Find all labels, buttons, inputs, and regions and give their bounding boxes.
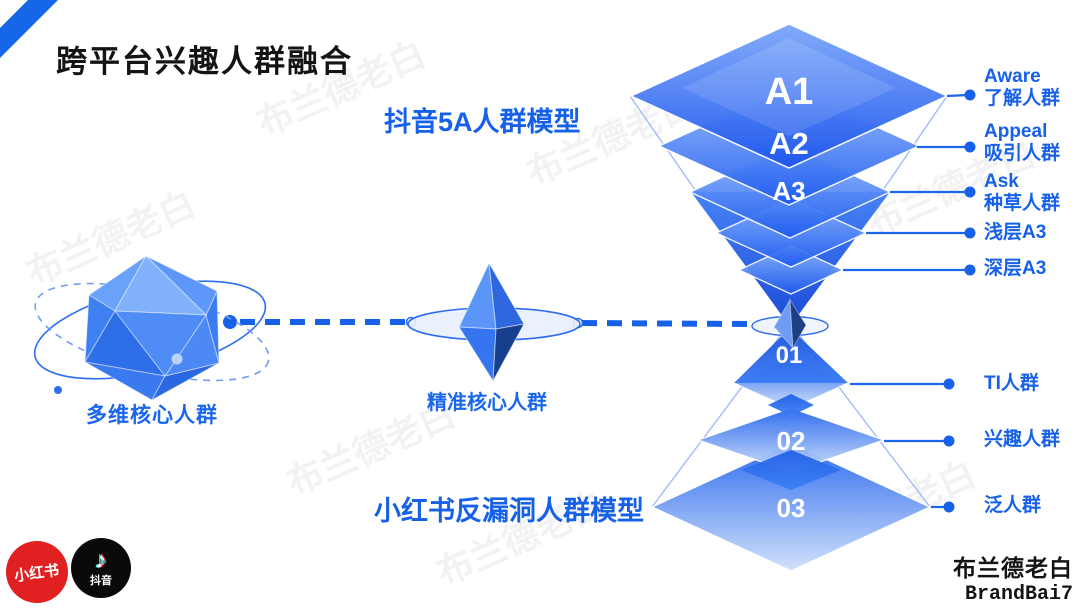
polyhedron-face [113, 310, 207, 377]
leader-dot [964, 141, 976, 153]
tier-label-ti: TI人群 [984, 373, 1039, 394]
leader-dot [964, 186, 976, 198]
left-core-label: 多维核心人群 [86, 404, 218, 427]
layer-tag-02: 02 [777, 426, 806, 456]
douyin-funnel: A1 A2 A3 [629, 23, 949, 326]
tier-label-appeal: Appeal 吸引人群 [984, 121, 1060, 165]
tier-label-xingqu: 兴趣人群 [984, 429, 1061, 450]
page-title: 跨平台兴趣人群融合 [56, 44, 353, 79]
tiktok-note-icon: ♪ [95, 546, 107, 574]
tier-label-ask: Ask 种草人群 [984, 171, 1060, 215]
tier-label-line: Aware [984, 66, 1041, 87]
xhs-model-label: 小红书反漏洞人群模型 [374, 496, 644, 526]
layer-tag-03: 03 [777, 493, 806, 523]
tier-label-line: Appeal [984, 121, 1048, 142]
leader-dot [943, 378, 955, 390]
layer-tag-a2: A2 [769, 126, 809, 161]
leader-line-aware [946, 93, 969, 98]
leader-dot [964, 264, 976, 276]
orbit-dot-small [54, 386, 62, 394]
funnel-gap-diamond-1 [768, 394, 814, 416]
leader-dot [964, 89, 976, 101]
leader-dot [964, 227, 976, 239]
funnel-layer-deep-a3 [737, 245, 845, 295]
connector-start-dot [223, 315, 237, 329]
douyin-logo-text: 抖音 [90, 574, 112, 587]
tier-label-line: 吸引人群 [984, 142, 1061, 164]
layer-tag-a1: A1 [765, 71, 814, 113]
middle-core-gem [407, 261, 581, 383]
tier-label-deep-a3: 深层A3 [984, 258, 1047, 279]
tier-label-line: 种草人群 [984, 192, 1061, 214]
connector-dash-right [581, 320, 749, 327]
tier-label-line: Ask [984, 171, 1019, 192]
douyin-logo: ♪ 抖音 [71, 538, 131, 598]
pinch-gem-face [789, 298, 807, 350]
xhs-funnel-cone [734, 328, 848, 383]
funnel-layer-03 [650, 442, 932, 572]
gem-face [458, 326, 497, 383]
tier-label-line: 了解人群 [984, 87, 1061, 109]
left-core-gem [33, 255, 270, 402]
funnel-layer-a1-sheen [682, 38, 896, 136]
leader-lines [843, 93, 969, 509]
gem-face [492, 323, 525, 382]
tier-label-shallow-a3: 浅层A3 [984, 222, 1047, 243]
douyin-model-label: 抖音5A人群模型 [384, 107, 581, 137]
leader-dots [943, 89, 976, 513]
leader-dot [943, 435, 955, 447]
brand-name-cn: 布兰德老白 [953, 555, 1073, 581]
leader-dot [943, 501, 955, 513]
layer-tag-a3: A3 [772, 176, 805, 206]
polyhedron-highlight-dot [171, 353, 183, 365]
tier-label-aware: Aware 了解人群 [984, 66, 1060, 110]
funnel-layer-a1 [629, 23, 949, 169]
funnel-gap-diamond-2 [741, 450, 841, 490]
xiaohongshu-logo-text: 小红书 [13, 561, 61, 585]
brand-name-en: BrandBai7 [964, 583, 1073, 606]
tier-label-fan: 泛人群 [984, 495, 1042, 516]
middle-core-label: 精准核心人群 [427, 392, 547, 414]
layer-tag-01: 01 [776, 342, 803, 369]
pinch-gem [751, 298, 829, 350]
brand-signature: 布兰德老白 BrandBai7 [953, 549, 1073, 606]
xhs-funnel: 01 02 03 [650, 327, 932, 572]
xiaohongshu-logo: 小红书 [6, 541, 68, 603]
